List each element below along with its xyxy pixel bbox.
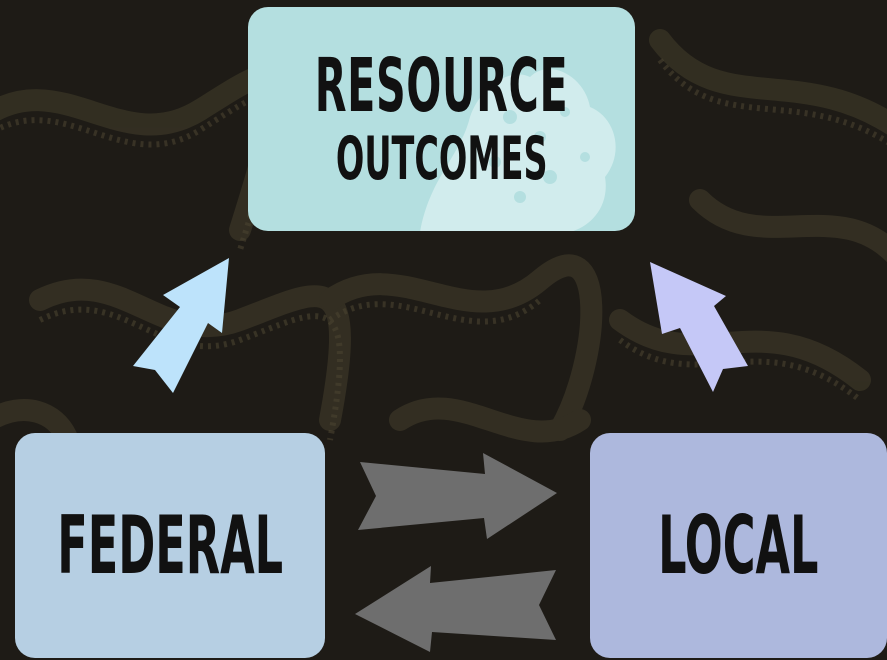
resource-label: RESOURCE xyxy=(314,43,569,129)
resource-outcomes-box: RESOURCE OUTCOMES xyxy=(248,7,635,231)
federal-label: Federal xyxy=(57,499,283,592)
local-box: Local xyxy=(590,433,887,658)
outcomes-label: OUTCOMES xyxy=(335,124,548,194)
local-label: Local xyxy=(658,499,819,592)
federal-box: Federal xyxy=(15,433,325,658)
coral-illustration xyxy=(420,68,616,231)
